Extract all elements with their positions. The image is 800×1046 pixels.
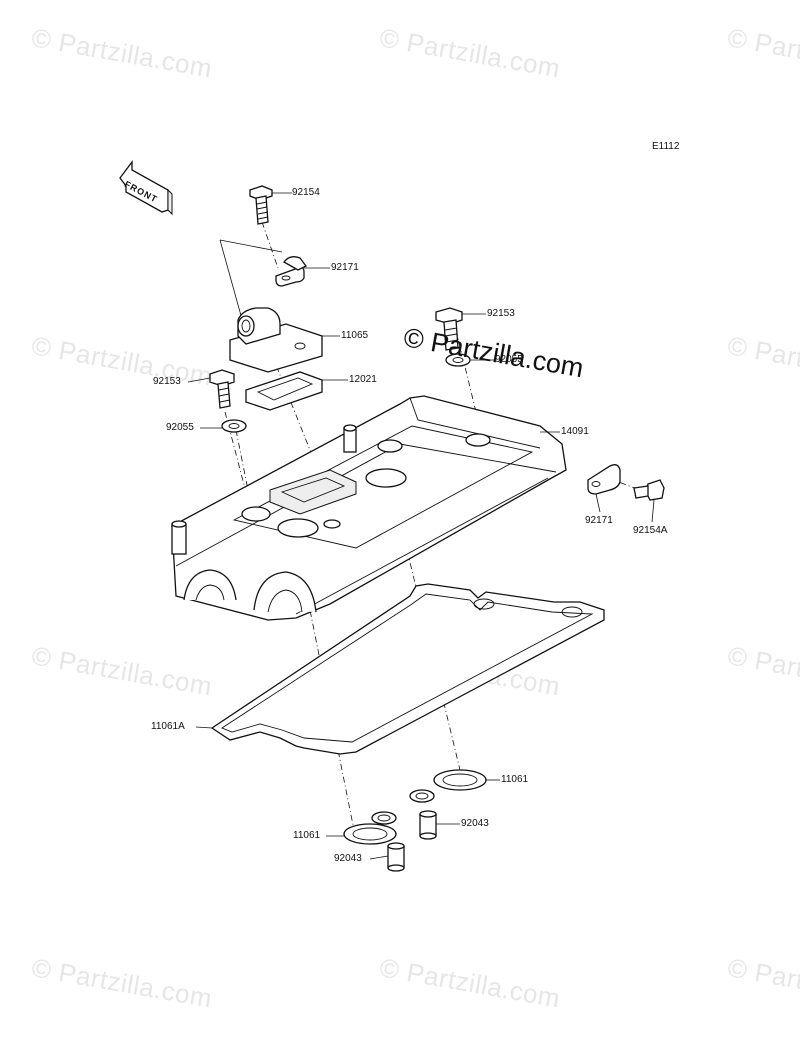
callout-92154A[interactable]: 92154A bbox=[633, 525, 668, 536]
callout-11061-left[interactable]: 11061 bbox=[293, 830, 321, 841]
callout-92055-right[interactable]: 92055 bbox=[495, 354, 523, 365]
callout-92154[interactable]: 92154 bbox=[292, 187, 320, 198]
callout-92171-top[interactable]: 92171 bbox=[331, 262, 359, 273]
callout-92055-left[interactable]: 92055 bbox=[166, 422, 194, 433]
callout-11065[interactable]: 11065 bbox=[341, 330, 369, 341]
clamp-92171-right bbox=[587, 464, 621, 495]
bolt-92154A bbox=[633, 479, 665, 501]
washer-92055-left bbox=[221, 419, 247, 433]
bolt-92153-left bbox=[209, 369, 235, 409]
callout-leaders bbox=[187, 192, 655, 860]
bolt-92154 bbox=[249, 185, 273, 225]
callout-11061-right[interactable]: 11061 bbox=[501, 774, 529, 785]
seal-11061-right bbox=[409, 769, 487, 803]
callout-11061A[interactable]: 11061A bbox=[151, 721, 185, 732]
dowel-92043-left bbox=[387, 842, 405, 872]
callout-12021[interactable]: 12021 bbox=[349, 374, 377, 385]
front-arrow-icon bbox=[119, 160, 173, 216]
gasket-11061A bbox=[210, 583, 605, 755]
breather-cover-11065 bbox=[229, 307, 323, 373]
callout-92043-right[interactable]: 92043 bbox=[461, 818, 489, 829]
bolt-92153-right bbox=[435, 307, 463, 351]
seal-11061-left bbox=[343, 811, 397, 845]
gasket-12021 bbox=[245, 371, 323, 411]
callout-92153-left[interactable]: 92153 bbox=[153, 376, 181, 387]
diagram-code: E1112 bbox=[652, 141, 680, 152]
clamp-92171-top bbox=[275, 256, 307, 287]
callout-92043-left[interactable]: 92043 bbox=[334, 853, 362, 864]
callout-14091[interactable]: 14091 bbox=[561, 426, 589, 437]
callout-92153-right[interactable]: 92153 bbox=[487, 308, 515, 319]
cylinder-head-cover-14091 bbox=[171, 395, 567, 621]
callout-92171-right[interactable]: 92171 bbox=[585, 515, 613, 526]
dowel-92043-right bbox=[419, 810, 437, 840]
